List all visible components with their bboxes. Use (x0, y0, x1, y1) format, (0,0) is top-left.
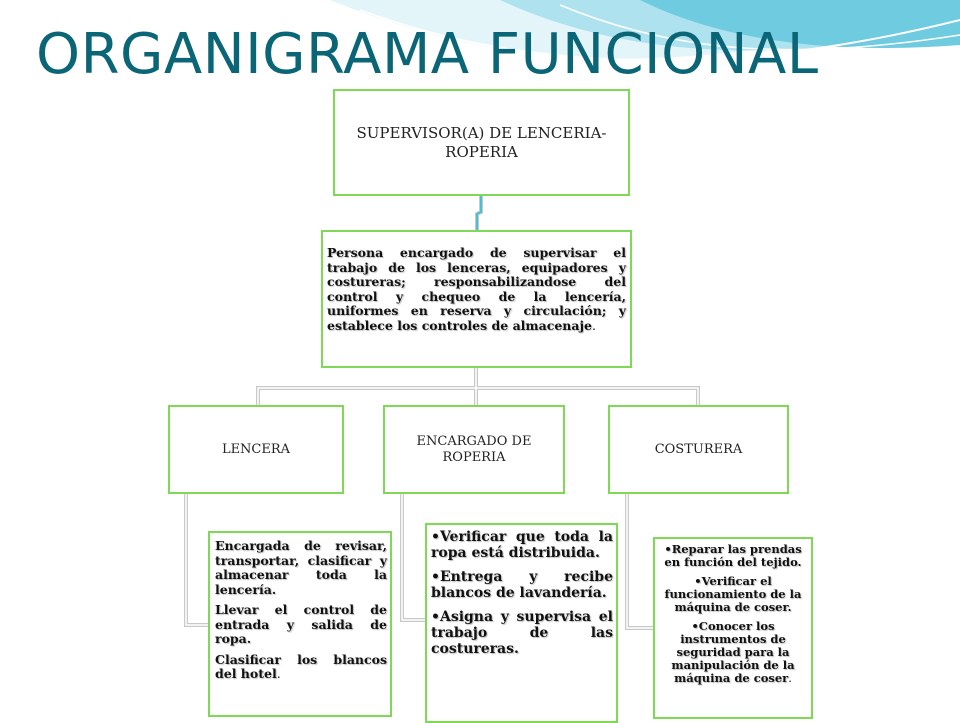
costurera-duties-box: •Reparar las prendas en función del teji… (653, 537, 813, 719)
wave-line (359, 9, 960, 62)
roperia-duty: •Entrega y recibe blancos de lavandería. (431, 569, 613, 601)
lencera-duty-last: Clasificar los blancos del hotel. (215, 651, 387, 682)
lencera-duties-box: Encargada de revisar, transportar, clasi… (208, 531, 392, 717)
role-box-encargado-roperia: ENCARGADO DE ROPERIA (383, 405, 565, 494)
supervisor-label: SUPERVISOR(A) DE LENCERIA-ROPERIA (356, 123, 607, 161)
costurera-duty: •Verificar el funcionamiento de la máqui… (657, 575, 809, 614)
roperia-duty-text: Entrega y recibe blancos de lavandería. (431, 569, 613, 601)
lencera-duty-end: . (276, 666, 281, 681)
costurera-duty-text: Verificar el funcionamiento de la máquin… (664, 574, 802, 614)
costurera-duty: •Conocer los instrumentos de seguridad p… (657, 620, 809, 685)
lencera-duty: Encargada de revisar, transportar, clasi… (215, 538, 387, 597)
lencera-duty: Llevar el control de entrada y salida de… (215, 602, 387, 646)
costurera-duty-text: Conocer los instrumentos de seguridad pa… (671, 619, 795, 685)
roperia-duty: •Asigna y supervisa el trabajo de las co… (431, 609, 613, 657)
roperia-duty: •Verificar que toda la ropa está distrib… (431, 529, 613, 561)
roperia-duties-box: •Verificar que toda la ropa está distrib… (425, 523, 618, 723)
role-label-encargado-roperia: ENCARGADO DE ROPERIA (416, 433, 532, 465)
role-label-costurera: COSTURERA (654, 441, 743, 457)
bullet-icon: • (431, 569, 440, 585)
bullet-icon: • (691, 619, 699, 633)
role-box-costurera: COSTURERA (608, 405, 789, 494)
costurera-duty-end: . (788, 671, 792, 685)
wave-band-strong (640, 0, 960, 48)
supervisor-description-box: Persona encargado de supervisar el traba… (321, 230, 632, 368)
roperia-duty-text: Verificar que toda la ropa está distribu… (431, 529, 613, 561)
costurera-duty-text: Reparar las prendas en función del tejid… (664, 542, 802, 569)
role-label-lencera: LENCERA (221, 441, 291, 457)
roperia-duty-text: Asigna y supervisa el trabajo de las cos… (431, 609, 613, 657)
lencera-duty-text: Clasificar los blancos del hotel (215, 651, 387, 681)
bullet-icon: • (431, 609, 440, 625)
supervisor-description: Persona encargado de supervisar el traba… (327, 245, 626, 333)
costurera-duty: •Reparar las prendas en función del teji… (657, 543, 809, 569)
role-box-lencera: LENCERA (168, 405, 344, 494)
wave-line-2 (559, 4, 960, 51)
bullet-icon: • (694, 574, 702, 588)
supervisor-box: SUPERVISOR(A) DE LENCERIA-ROPERIA (333, 89, 630, 196)
bullet-icon: • (664, 542, 672, 556)
supervisor-description-end: . (591, 317, 596, 333)
page-title: ORGANIGRAMA FUNCIONAL (36, 22, 819, 87)
bullet-icon: • (431, 529, 440, 545)
